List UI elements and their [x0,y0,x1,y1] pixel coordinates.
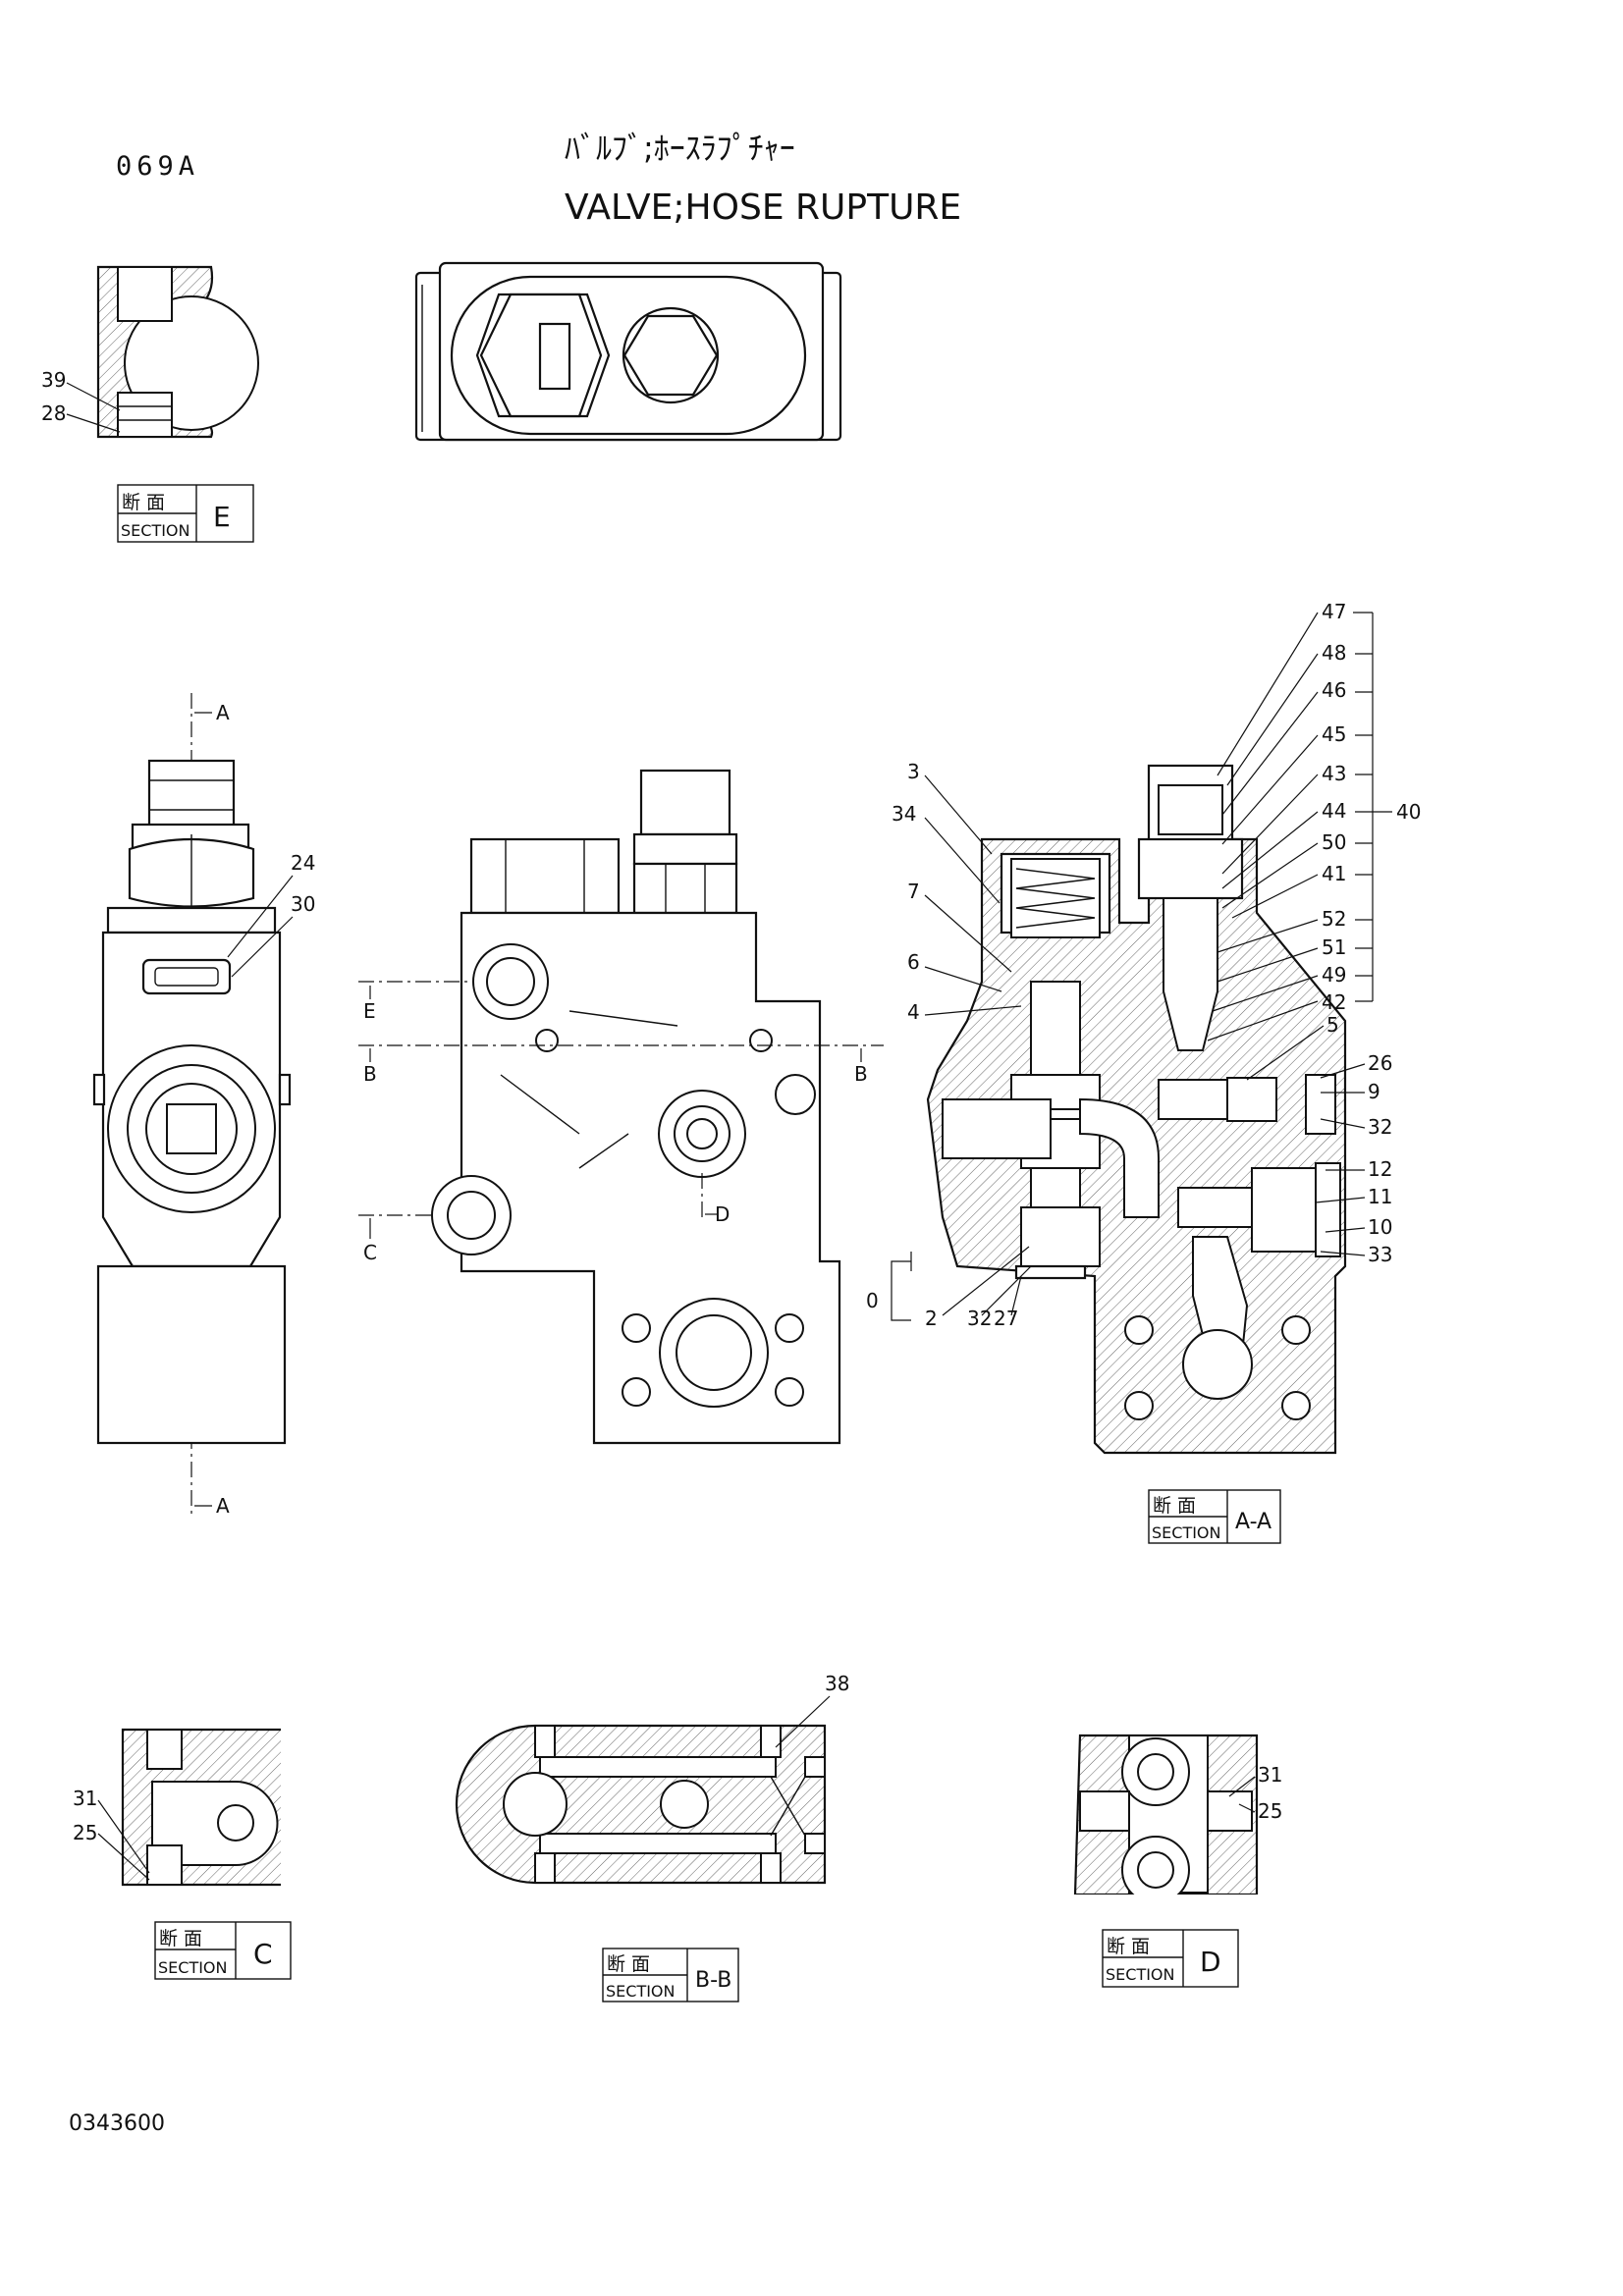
callout-50: 50 [1322,830,1346,854]
title-katakana: ﾊﾞﾙﾌﾞ;ﾎｰｽﾗﾌﾟﾁｬｰ [565,130,795,167]
callout-4: 4 [907,1000,920,1024]
section-letter: E [213,501,231,533]
drawing-number: 0343600 [69,2111,165,2136]
cut-marker-c: C [363,1241,377,1264]
callout-49: 49 [1322,963,1346,987]
cut-marker-d: D [715,1202,730,1226]
section-kanji: 断 面 [1153,1495,1196,1517]
callout-31-d: 31 [1258,1763,1282,1787]
section-box-d: 断 面 SECTION D [1102,1929,1239,1988]
cut-marker-a-top: A [216,701,230,724]
section-aa-view [926,764,1347,1455]
callout-32-b: 32 [967,1307,992,1330]
section-word: SECTION [606,1982,676,2001]
callout-38: 38 [825,1672,849,1695]
section-box-aa: 断 面 SECTION A-A [1148,1489,1281,1544]
section-kanji: 断 面 [607,1953,650,1975]
section-letter: C [253,1938,273,1970]
callout-52: 52 [1322,907,1346,931]
callout-7: 7 [907,880,920,903]
cut-marker-a-bottom: A [216,1494,230,1518]
callout-24: 24 [291,851,315,875]
callout-39: 39 [41,368,66,392]
section-word: SECTION [1152,1523,1221,1542]
callout-44: 44 [1322,799,1346,823]
callout-12: 12 [1368,1157,1392,1181]
callout-28: 28 [41,401,66,425]
callout-31-c: 31 [73,1787,97,1810]
section-letter: A-A [1235,1510,1271,1534]
section-box-e: 断 面 SECTION E [117,484,254,543]
callout-5: 5 [1326,1013,1339,1037]
callout-9: 9 [1368,1080,1380,1103]
section-kanji: 断 面 [159,1928,202,1949]
callout-47: 47 [1322,600,1346,623]
callout-0: 0 [866,1289,879,1312]
section-bb-view [455,1724,827,1885]
front-view [358,769,884,1445]
top-view [414,261,842,442]
callout-30: 30 [291,892,315,916]
callout-27: 27 [994,1307,1018,1330]
cut-marker-b-right: B [854,1062,868,1086]
callout-40: 40 [1396,800,1421,824]
section-box-c: 断 面 SECTION C [154,1921,292,1980]
page-code: 069A [116,151,199,182]
section-kanji: 断 面 [122,492,165,513]
cut-marker-e: E [363,999,376,1023]
section-c-view [121,1726,300,1893]
callout-3: 3 [907,760,920,783]
callout-45: 45 [1322,722,1346,746]
section-e-view [96,265,259,439]
callout-ladder-40 [1207,612,1392,1041]
callout-51: 51 [1322,935,1346,959]
callout-10: 10 [1368,1215,1392,1239]
section-word: SECTION [121,521,190,540]
callout-32: 32 [1368,1115,1392,1139]
callout-25-d: 25 [1258,1799,1282,1823]
callout-33: 33 [1368,1243,1392,1266]
callout-25-c: 25 [73,1821,97,1844]
callout-43: 43 [1322,762,1346,785]
callout-11: 11 [1368,1185,1392,1208]
cut-marker-b-left: B [363,1062,377,1086]
callout-2: 2 [925,1307,938,1330]
section-letter: D [1200,1946,1221,1978]
callout-6: 6 [907,950,920,974]
side-view [92,693,292,1517]
section-letter: B-B [695,1968,731,1993]
callout-48: 48 [1322,641,1346,665]
callout-46: 46 [1322,678,1346,702]
section-d-view [1060,1734,1276,1914]
callout-34: 34 [892,802,916,826]
section-kanji: 断 面 [1107,1936,1150,1957]
callout-26: 26 [1368,1051,1392,1075]
title-english: VALVE;HOSE RUPTURE [565,187,961,228]
section-box-bb: 断 面 SECTION B-B [602,1948,739,2002]
section-word: SECTION [1106,1965,1175,1984]
callout-42: 42 [1322,990,1346,1014]
section-word: SECTION [158,1958,228,1977]
callout-41: 41 [1322,862,1346,885]
